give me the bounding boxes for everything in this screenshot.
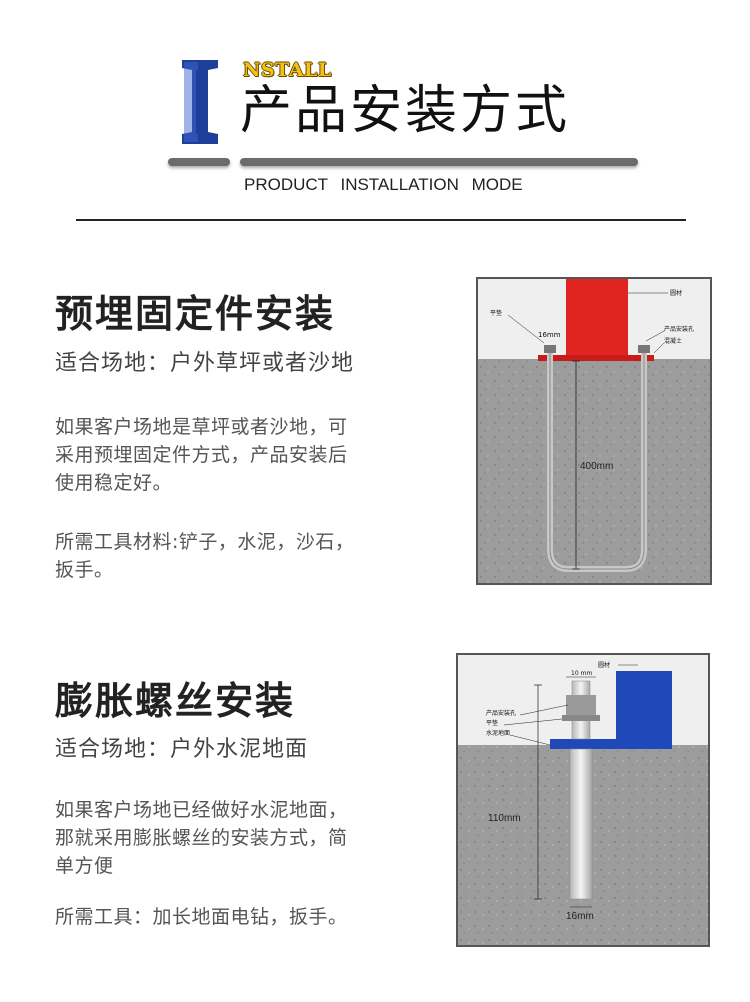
title-underline-left	[168, 158, 230, 166]
section2-tools-line: 所需工具：加长地面电钻，扳手。	[55, 906, 348, 928]
title-underline	[240, 158, 638, 166]
section2-body-line: 单方便	[55, 855, 114, 877]
page-title: 产品安装方式	[240, 81, 571, 141]
section1-body-line: 使用稳定好。	[55, 472, 173, 494]
page-subtitle-en: PRODUCT INSTALLATION MODE	[244, 175, 523, 194]
washer-label: 平垫	[490, 309, 502, 317]
section1-body-line: 采用预埋固定件方式，产品安装后	[55, 444, 348, 466]
post-label: 圆材	[670, 289, 682, 297]
ground-label: 水泥地面	[486, 729, 510, 737]
post-shape	[550, 671, 672, 749]
nut	[566, 695, 596, 715]
section2-title: 膨胀螺丝安装	[55, 679, 296, 723]
base-plate	[538, 355, 654, 361]
section1-tools: 所需工具材料:铲子，水泥，沙石， 扳手。	[55, 528, 354, 584]
section1-tools-line: 所需工具材料:铲子，水泥，沙石，	[55, 531, 355, 553]
bolt-dimension: 16mm	[566, 911, 594, 922]
embedded-anchor-diagram: 400mm 圆材 平垫 16mm 产品安装孔 混凝土	[476, 277, 712, 585]
post-label: 圆材	[598, 661, 610, 669]
top-dimension: 10 mm	[571, 670, 592, 677]
expansion-bolt-diagram: 110mm 10 mm 16mm 圆材 产品安装孔 平垫 水泥地面	[456, 653, 710, 947]
header-divider	[76, 219, 686, 221]
washer-label: 平垫	[486, 719, 498, 727]
section2-body-line: 如果客户场地已经做好水泥地面，	[55, 799, 348, 821]
nut-right	[638, 345, 650, 353]
section1-tools-line: 扳手。	[55, 559, 114, 581]
section1-subtitle: 适合场地：户外草坪或者沙地	[55, 351, 355, 376]
concrete-area	[478, 359, 710, 583]
depth-dimension: 110mm	[488, 813, 521, 824]
section1-title: 预埋固定件安装	[55, 292, 336, 336]
hole-label: 产品安装孔	[486, 709, 516, 717]
section1-body-line: 如果客户场地是草坪或者沙地，可	[55, 416, 348, 438]
depth-dimension: 400mm	[580, 461, 613, 472]
section2-body: 如果客户场地已经做好水泥地面， 那就采用膨胀螺丝的安装方式，简 单方便	[55, 796, 348, 880]
section2-body-line: 那就采用膨胀螺丝的安装方式，简	[55, 827, 348, 849]
hole-label: 产品安装孔	[664, 325, 694, 333]
install-word: NSTALL	[243, 59, 332, 81]
washer	[562, 715, 600, 721]
concrete-label: 混凝土	[664, 337, 682, 345]
section2-subtitle: 适合场地：户外水泥地面	[55, 737, 309, 762]
bolt-dimension: 16mm	[538, 331, 561, 339]
install-i-logo	[178, 58, 222, 146]
section2-tools: 所需工具：加长地面电钻，扳手。	[55, 903, 348, 931]
post-shape	[566, 279, 628, 359]
anchor-sleeve	[569, 748, 593, 900]
section1-body: 如果客户场地是草坪或者沙地，可 采用预埋固定件方式，产品安装后 使用稳定好。	[55, 413, 348, 497]
nut-left	[544, 345, 556, 353]
